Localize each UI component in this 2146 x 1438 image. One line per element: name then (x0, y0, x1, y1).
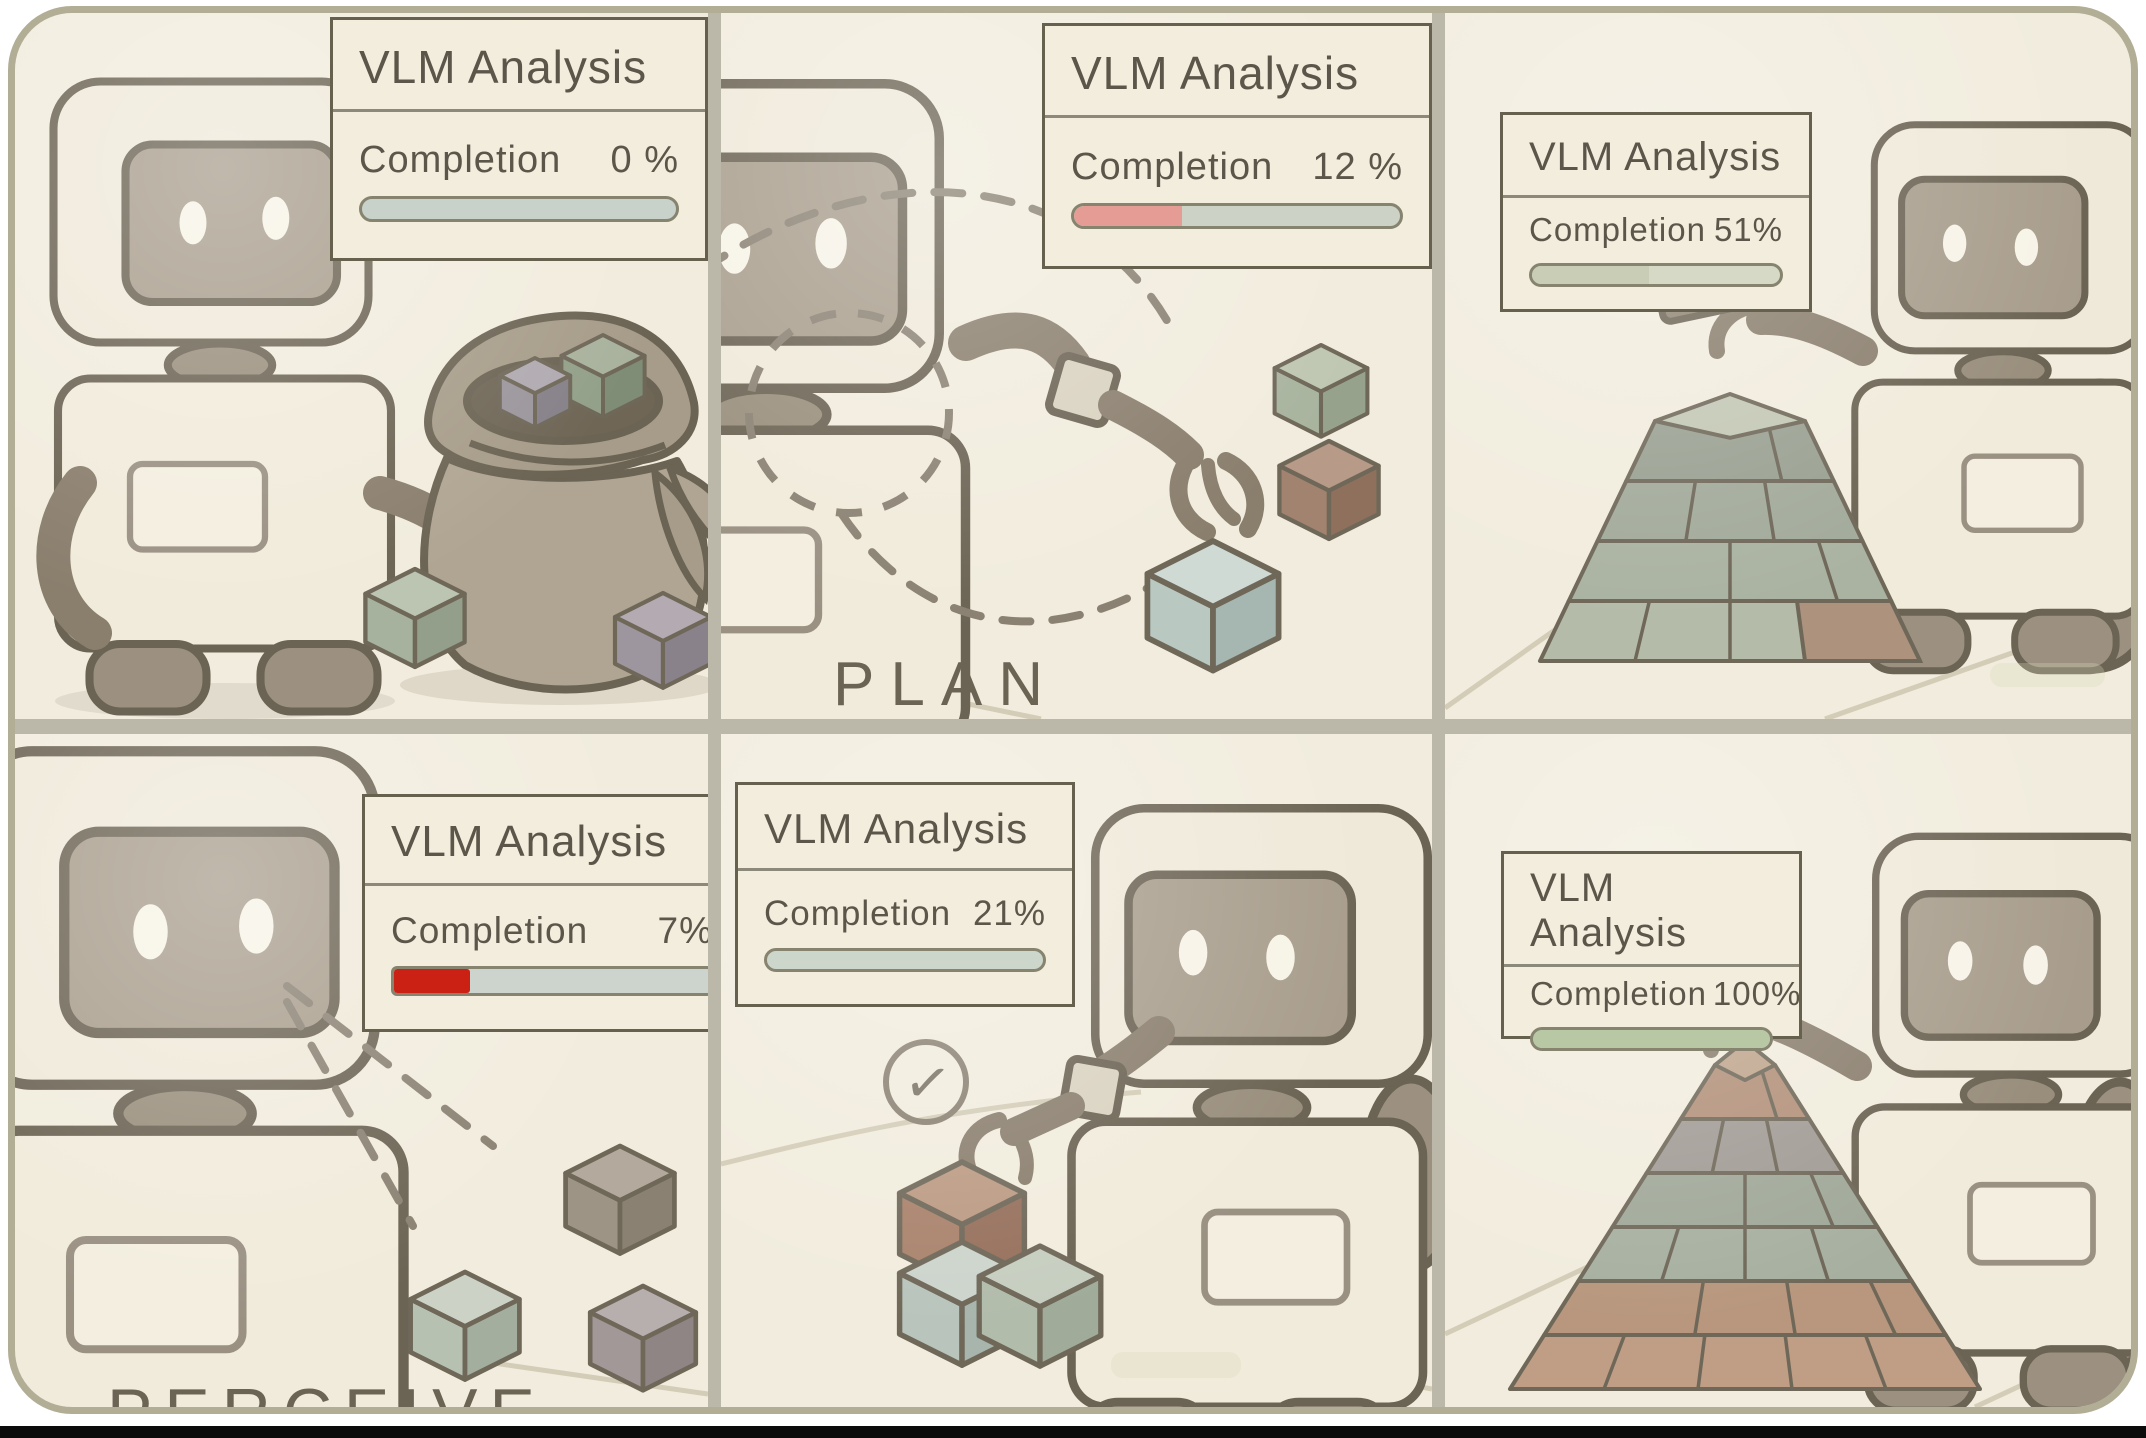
floor-cube-green (363, 566, 467, 670)
completion-value: 12 % (1312, 145, 1403, 188)
target-cube (1144, 538, 1282, 674)
vlm-analysis-box: VLM Analysis Completion 0 % (330, 17, 708, 261)
completion-value: 100% (1712, 975, 1802, 1012)
cube-brown (1277, 438, 1381, 542)
progress-fill (1533, 1030, 1770, 1048)
vlm-analysis-box: VLM Analysis Completion 51% (1500, 112, 1812, 312)
assemble-scene (1445, 13, 2131, 719)
plan-trajectory-dashed (721, 188, 1177, 335)
vlm-analysis-box: VLM Analysis Completion 100% (1501, 851, 1802, 1051)
gripper-prong (1201, 458, 1241, 526)
gripper-claw (1169, 447, 1216, 541)
robot-left-arm (36, 466, 112, 650)
gripper-claw (1217, 452, 1265, 538)
cube-in-sack-green (559, 333, 647, 420)
vlm-analysis-title: VLM Analysis (333, 20, 705, 112)
brown-brick (1794, 599, 1924, 663)
completion-value: 21% (972, 893, 1046, 933)
illustration-frame: VLM Analysis Completion 0 % (8, 6, 2138, 1414)
robot-arm-lower (1098, 390, 1204, 470)
check-circle (883, 1039, 969, 1125)
plan-focus-dashed-circle (745, 309, 953, 517)
progress-bar (391, 965, 708, 996)
screenshot-bottom-edge (0, 1426, 2146, 1438)
completion-label: Completion (1529, 210, 1706, 248)
check-icon: ✓ (900, 1048, 955, 1117)
completion-label: Completion (359, 138, 562, 181)
vlm-analysis-box: VLM Analysis Completion 21% (735, 782, 1075, 1007)
panel-assemble: VLM Analysis Completion 51% (1445, 13, 2131, 719)
vlm-analysis-box: VLM Analysis Completion 7% (362, 794, 708, 1032)
completion-value: 0 % (610, 138, 679, 181)
completion-label: Completion (1071, 145, 1274, 188)
progress-bar (1530, 1027, 1773, 1051)
panel-complete: VLM Analysis Completion 100% (1445, 734, 2131, 1407)
vlm-analysis-title: VLM Analysis (1045, 26, 1429, 118)
perceive-scene: PERCEIVE (15, 734, 708, 1407)
robot-arm (1746, 304, 1878, 366)
sack-cinch-line (468, 439, 667, 466)
act-scene: ✓ (721, 734, 1432, 1407)
cube-mauve (587, 1283, 699, 1393)
cube-taupe (563, 1143, 677, 1256)
gripper-prong (1010, 1127, 1034, 1185)
robot-arm-upper (948, 312, 1091, 383)
robot-illustration (15, 751, 404, 1407)
completion-label: Completion (764, 893, 952, 933)
panel-collect: VLM Analysis Completion 0 % (15, 13, 708, 719)
progress-fill (1074, 205, 1182, 226)
robot-illustration (721, 84, 966, 719)
panel-perceive: PERCEIVE VLM Analysis Completion 7% (15, 734, 708, 1407)
faint-watermark (1990, 663, 2105, 687)
progress-bar (1529, 262, 1783, 287)
collect-scene (36, 13, 708, 719)
robot-arm-lower (1000, 1092, 1085, 1146)
vlm-analysis-title: VLM Analysis (1504, 854, 1799, 967)
plan-scene: PLAN (721, 13, 1381, 719)
progress-bar (1071, 202, 1403, 229)
completion-label: Completion (1530, 975, 1707, 1012)
stack-cube-green2 (976, 1243, 1104, 1369)
completion-label: Completion (391, 909, 589, 951)
panel-act: ✓ VLM Analysis Completion 21% (721, 734, 1432, 1407)
cube-in-sack-gray (497, 356, 573, 430)
plan-path-dashed (837, 509, 1173, 626)
gripper-claw (958, 1112, 1007, 1178)
vlm-analysis-box: VLM Analysis Completion 12 % (1042, 23, 1432, 269)
progress-fill (394, 968, 470, 993)
gaze-line-dashed (283, 982, 497, 1150)
faint-watermark (1111, 1352, 1241, 1378)
progress-fill (1532, 265, 1649, 284)
vlm-analysis-title: VLM Analysis (365, 797, 708, 886)
sack-tie-right (664, 462, 708, 539)
completion-value: 7% (657, 909, 708, 951)
gaze-line-dashed (283, 998, 417, 1230)
vlm-analysis-title: VLM Analysis (1503, 115, 1809, 198)
floor-cube-gray (612, 590, 708, 690)
pyramid-complete (1508, 1038, 1982, 1391)
vlm-analysis-title: VLM Analysis (738, 785, 1072, 871)
robot-illustration (1855, 125, 2131, 671)
cube-green (1272, 342, 1370, 439)
completion-value: 51% (1713, 210, 1783, 248)
stage-caption: PLAN (833, 650, 1059, 719)
progress-bar (359, 195, 679, 222)
cube-green (408, 1269, 522, 1382)
progress-bar (764, 947, 1046, 972)
panel-plan: PLAN VLM Analysis Completion 12 % (721, 13, 1432, 719)
complete-scene (1445, 734, 2131, 1407)
stage-caption: PERCEIVE (107, 1375, 547, 1407)
